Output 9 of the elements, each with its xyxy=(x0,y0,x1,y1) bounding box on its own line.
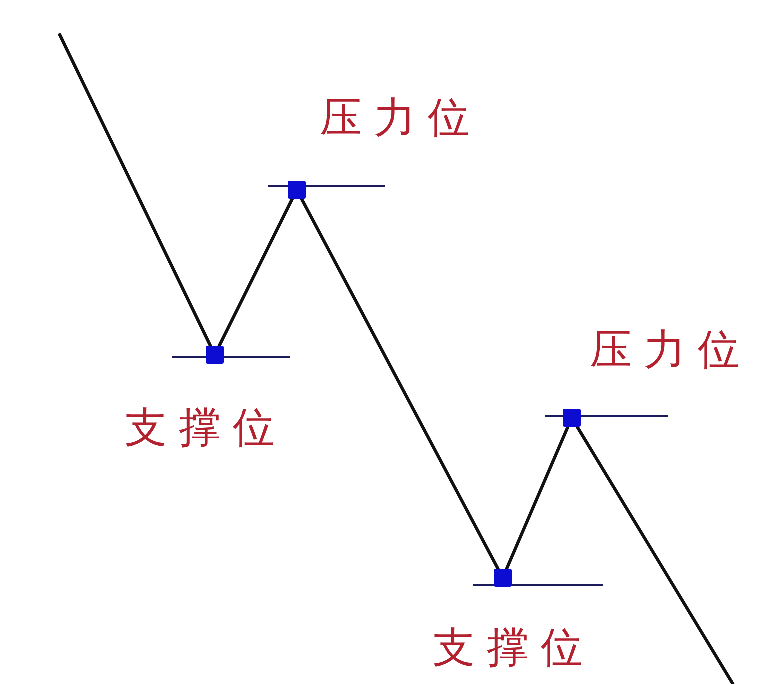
level-label: 支撑位 xyxy=(125,405,275,451)
level-label: 支撑位 xyxy=(433,625,583,671)
line-segment xyxy=(58,33,212,348)
level-label: 压力位 xyxy=(590,327,740,373)
line-segment xyxy=(218,197,294,348)
level-label: 压力位 xyxy=(320,95,470,141)
line-segment xyxy=(505,425,570,571)
line-segment xyxy=(300,197,500,571)
line-segment xyxy=(576,425,735,684)
